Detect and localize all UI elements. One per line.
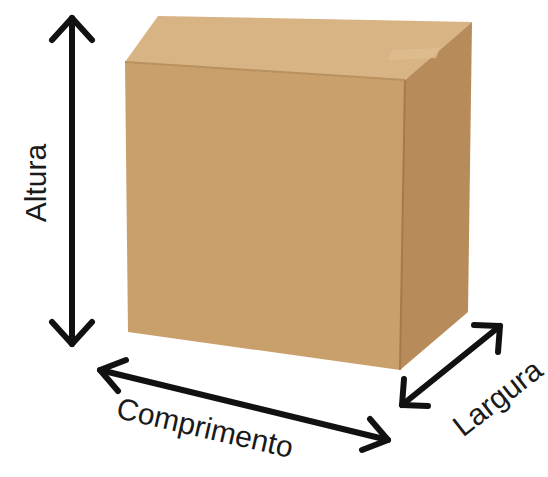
dimension-label: Largura [447, 354, 547, 441]
dimension-label: Comprimento [114, 393, 296, 463]
arrow-head [402, 379, 428, 406]
arrow-head [52, 322, 92, 344]
arrow-head [100, 360, 126, 391]
box-side-face [400, 22, 472, 370]
arrow-head [362, 419, 388, 450]
box-front-face [125, 62, 405, 370]
dimension-arrow [69, 18, 75, 344]
dimension-label: Altura [21, 144, 51, 222]
arrow-head [474, 325, 500, 352]
arrow-head [52, 18, 92, 40]
box-tape [388, 48, 440, 60]
box-edge [400, 80, 405, 370]
box-edge [125, 62, 405, 80]
